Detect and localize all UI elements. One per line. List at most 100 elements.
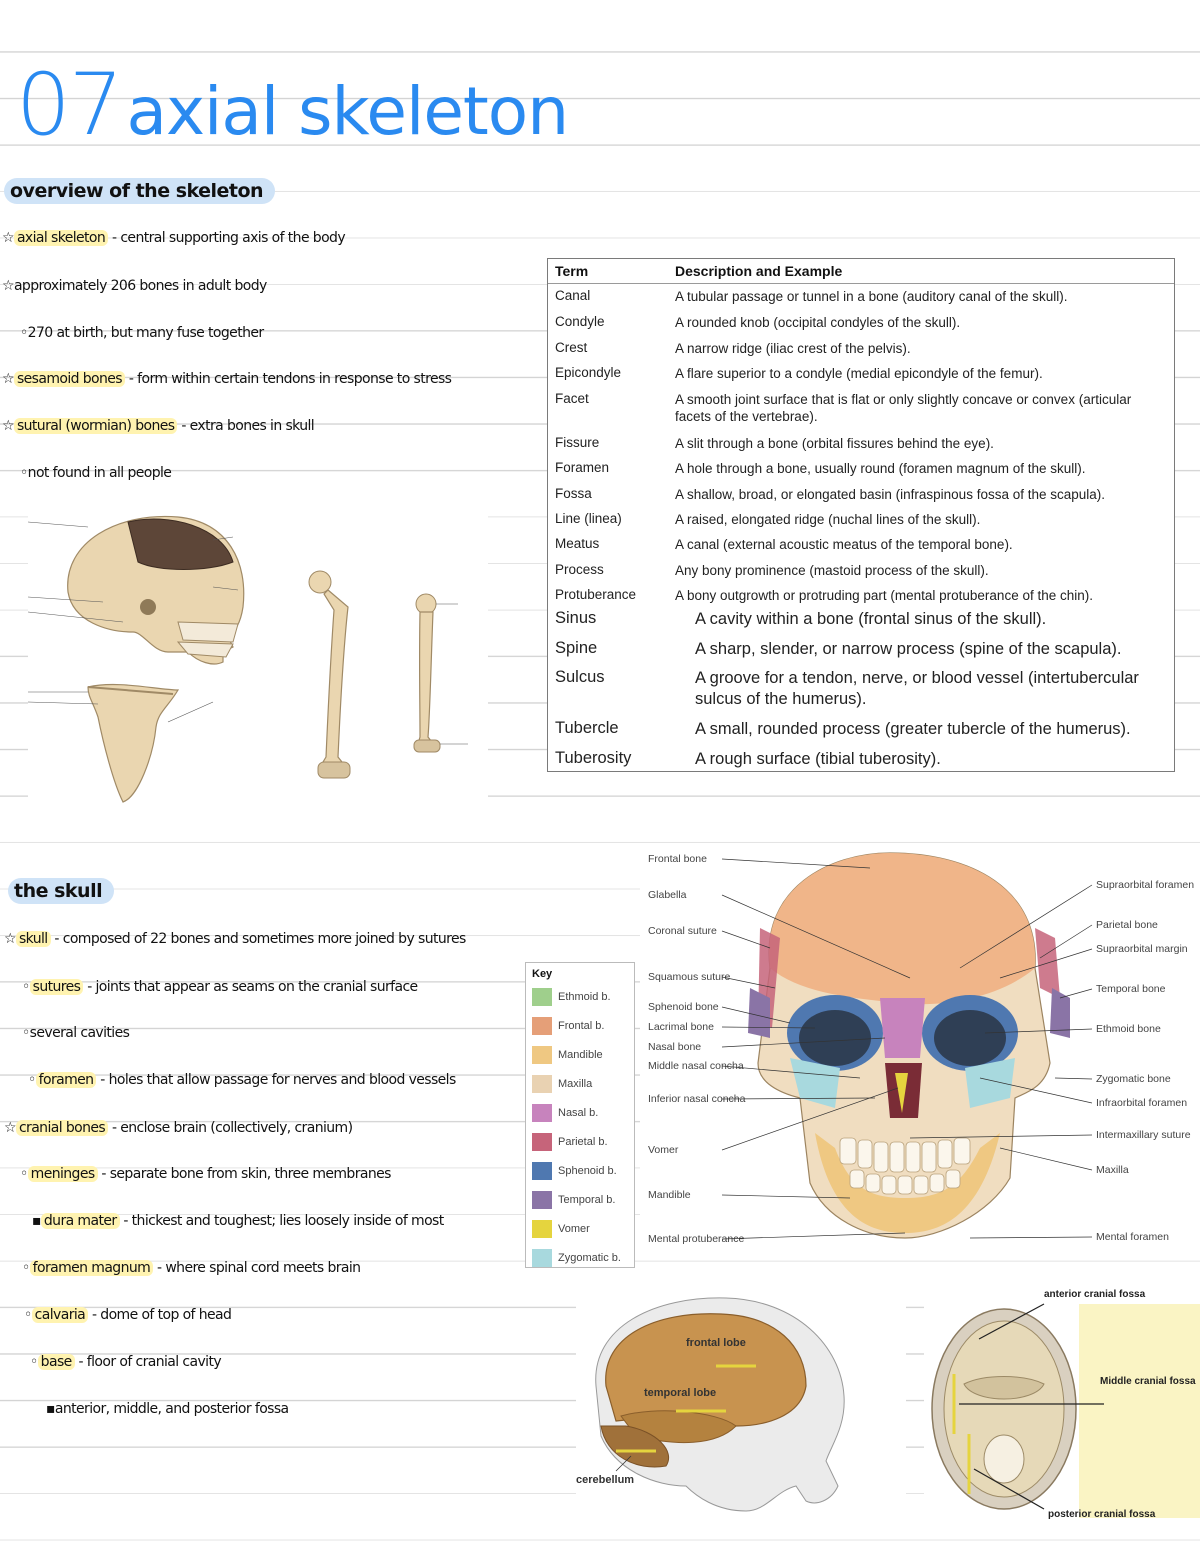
note-line: ◦foramen magnum - where spinal cord meet…	[22, 1260, 361, 1276]
key-item: Mandible	[532, 1046, 632, 1066]
skull-left-label: Mandible	[648, 1189, 691, 1201]
term-cell: Sinus	[555, 609, 597, 627]
frontal-bone-shape	[769, 853, 1036, 1005]
note-text: - composed of 22 bones and sometimes mor…	[50, 931, 466, 947]
key-item: Maxilla	[532, 1075, 632, 1095]
note-line: ☆cranial bones - enclose brain (collecti…	[4, 1120, 353, 1136]
skull-left-label: Coronal suture	[648, 925, 717, 937]
note-term: axial skeleton	[13, 230, 109, 246]
description-cell: A sharp, slender, or narrow process (spi…	[695, 640, 1122, 658]
header-term: Term	[555, 263, 589, 279]
label-cerebellum: cerebellum	[576, 1474, 634, 1486]
skeleton-figures	[27, 512, 488, 822]
key-title: Key	[532, 968, 553, 980]
note-line: ▪anterior, middle, and posterior fossa	[46, 1401, 289, 1417]
description-cell: A cavity within a bone (frontal sinus of…	[695, 610, 1047, 628]
leader-line	[721, 976, 776, 989]
note-text: - separate bone from skin, three membran…	[97, 1166, 391, 1182]
note-text: approximately 206 bones in adult body	[13, 278, 267, 294]
bullet-icon: ◦	[20, 465, 28, 481]
color-swatch	[532, 1046, 552, 1064]
term-cell: Sulcus	[555, 668, 605, 686]
description-cell: A canal (external acoustic meatus of the…	[675, 537, 1013, 552]
note-line: ☆sesamoid bones - form within certain te…	[2, 371, 452, 387]
leader-line	[721, 1232, 906, 1240]
term-cell: Protuberance	[555, 587, 637, 602]
skull-right-label: Ethmoid bone	[1096, 1023, 1161, 1035]
skull-left-label: Sphenoid bone	[648, 1001, 719, 1013]
label-anterior-fossa: anterior cranial fossa	[1044, 1289, 1146, 1300]
note-text: - floor of cranial cavity	[74, 1354, 222, 1370]
note-term: sesamoid bones	[13, 371, 125, 387]
description-cell: A small, rounded process (greater tuberc…	[695, 720, 1131, 738]
skull-right-label: Supraorbital foramen	[1096, 879, 1194, 891]
skull-right-label: Zygomatic bone	[1096, 1073, 1171, 1085]
leader-line	[999, 1147, 1093, 1171]
bullet-icon: ☆	[2, 418, 15, 434]
note-text: - holes that allow passage for nerves an…	[96, 1072, 456, 1088]
note-term: base	[37, 1354, 75, 1370]
key-label: Frontal b.	[558, 1020, 605, 1032]
bullet-icon: ☆	[2, 278, 15, 294]
leader-line	[721, 894, 911, 979]
note-line: ☆skull - composed of 22 bones and someti…	[4, 931, 466, 947]
skull-right-label: Parietal bone	[1096, 919, 1158, 931]
skull-left-label: Lacrimal bone	[648, 1021, 714, 1033]
skull-left-label: Middle nasal concha	[648, 1060, 744, 1072]
note-line: ◦calvaria - dome of top of head	[24, 1307, 232, 1323]
leader-line	[721, 1037, 886, 1048]
note-text: - central supporting axis of the body	[108, 230, 346, 246]
bullet-icon: ☆	[2, 371, 15, 387]
key-label: Temporal b.	[558, 1194, 616, 1206]
term-cell: Line (linea)	[555, 511, 622, 526]
skull-right-label: Supraorbital margin	[1096, 943, 1188, 955]
note-line: ◦sutures - joints that appear as seams o…	[22, 979, 418, 995]
label-temporal-lobe: temporal lobe	[644, 1387, 716, 1399]
term-cell: Process	[555, 562, 604, 577]
term-cell: Epicondyle	[555, 365, 622, 380]
overview-heading: overview of the skeleton	[4, 178, 276, 204]
description-cell: A groove for a tendon, nerve, or blood v…	[695, 669, 1139, 709]
skull-right-label: Temporal bone	[1096, 983, 1166, 995]
leader-line	[1059, 988, 1093, 999]
key-label: Vomer	[558, 1223, 590, 1235]
description-cell: A raised, elongated ridge (nuchal lines …	[675, 512, 981, 527]
label-middle-fossa: Middle cranial fossa	[1100, 1376, 1196, 1387]
leader-line	[721, 930, 771, 949]
note-term: skull	[15, 931, 51, 947]
bullet-icon: ▪	[32, 1213, 41, 1229]
key-item: Nasal b.	[532, 1104, 632, 1124]
key-item: Zygomatic b.	[532, 1249, 632, 1269]
key-item: Temporal b.	[532, 1191, 632, 1211]
color-swatch	[532, 1220, 552, 1238]
note-text: - joints that appear as seams on the cra…	[83, 979, 418, 995]
term-cell: Foramen	[555, 460, 610, 475]
note-line: ◦base - floor of cranial cavity	[30, 1354, 222, 1370]
term-cell: Fossa	[555, 486, 592, 501]
description-cell: A tubular passage or tunnel in a bone (a…	[675, 289, 1068, 304]
color-swatch	[532, 1075, 552, 1093]
description-cell: A flare superior to a condyle (medial ep…	[675, 366, 1043, 381]
leader-line	[721, 1065, 861, 1079]
leader-line	[979, 1077, 1093, 1104]
color-swatch	[532, 1191, 552, 1209]
description-cell: A shallow, broad, or elongated basin (in…	[675, 487, 1106, 502]
skull-right-label: Mental foramen	[1096, 1231, 1169, 1243]
key-label: Maxilla	[558, 1078, 593, 1090]
note-line: ▪dura mater - thickest and toughest; lie…	[32, 1213, 444, 1229]
term-cell: Spine	[555, 639, 598, 657]
term-cell: Fissure	[555, 435, 600, 450]
term-cell: Canal	[555, 288, 591, 303]
key-label: Nasal b.	[558, 1107, 599, 1119]
color-swatch	[532, 1133, 552, 1151]
note-text: 270 at birth, but many fuse together	[27, 325, 264, 341]
note-text: - enclose brain (collectively, cranium)	[108, 1120, 353, 1136]
bullet-icon: ◦	[20, 325, 28, 341]
leader-line	[969, 1236, 1093, 1239]
bullet-icon: ◦	[28, 1072, 36, 1088]
title-text: axial skeleton	[126, 73, 569, 150]
leader-line	[1039, 924, 1093, 959]
bullet-icon: ◦	[30, 1354, 38, 1370]
key-label: Zygomatic b.	[558, 1252, 621, 1264]
